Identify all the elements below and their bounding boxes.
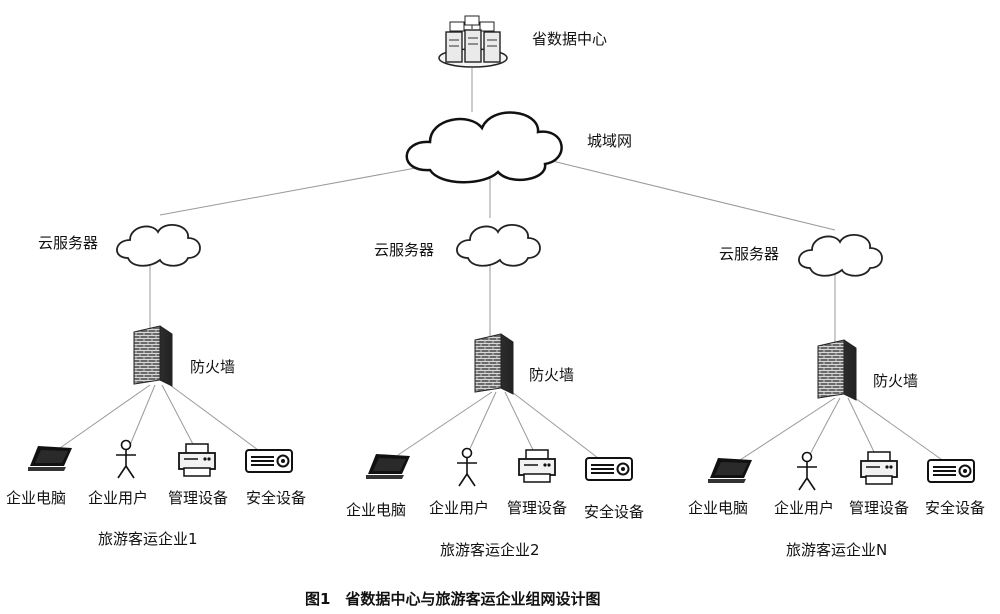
laptop-icon — [366, 454, 410, 479]
cloud-server-icon-1 — [116, 224, 201, 267]
device-label-user: 企业用户 — [429, 499, 490, 517]
firewall-icon-3 — [817, 339, 857, 401]
server-rack-icon — [438, 15, 508, 68]
connection-lines — [59, 68, 946, 463]
cloud-server-label-3: 云服务器 — [719, 245, 780, 263]
cloud-server-label-2: 云服务器 — [374, 241, 435, 259]
laptop-icon — [28, 446, 72, 471]
cloud-server-label-1: 云服务器 — [38, 234, 99, 252]
enterprise-name-2: 旅游客运企业2 — [440, 541, 540, 559]
enterprise-name-3: 旅游客运企业N — [786, 541, 888, 559]
device-label-pc: 企业电脑 — [346, 501, 407, 519]
firewall-label-3: 防火墙 — [873, 372, 919, 390]
projector-icon — [245, 449, 293, 473]
device-label-pc: 企业电脑 — [688, 499, 749, 517]
user-icon — [797, 451, 817, 491]
datacenter-label: 省数据中心 — [532, 30, 608, 48]
device-label-user: 企业用户 — [88, 489, 149, 507]
figure-caption: 图1 省数据中心与旅游客运企业组网设计图 — [305, 590, 601, 608]
metro-cloud-icon — [405, 111, 563, 184]
printer-icon — [518, 449, 556, 483]
device-label-management: 管理设备 — [168, 489, 229, 507]
printer-icon — [860, 451, 898, 485]
device-label-security: 安全设备 — [925, 499, 986, 517]
cloud-server-icon-2 — [456, 224, 541, 267]
device-label-management: 管理设备 — [507, 499, 568, 517]
device-label-user: 企业用户 — [774, 499, 835, 517]
projector-icon — [585, 457, 633, 481]
metro-network-label: 城域网 — [587, 132, 633, 150]
firewall-icon-2 — [474, 333, 514, 395]
user-icon — [116, 439, 136, 479]
cloud-server-icon-3 — [798, 234, 883, 277]
user-icon — [457, 447, 477, 487]
firewall-label-1: 防火墙 — [190, 358, 236, 376]
projector-icon — [927, 459, 975, 483]
firewall-icon-1 — [133, 325, 173, 387]
enterprise-name-1: 旅游客运企业1 — [98, 530, 198, 548]
device-label-pc: 企业电脑 — [6, 489, 67, 507]
laptop-icon — [708, 458, 752, 483]
device-label-security: 安全设备 — [584, 503, 645, 521]
printer-icon — [178, 443, 216, 477]
device-label-management: 管理设备 — [849, 499, 910, 517]
device-label-security: 安全设备 — [246, 489, 307, 507]
firewall-label-2: 防火墙 — [529, 366, 575, 384]
